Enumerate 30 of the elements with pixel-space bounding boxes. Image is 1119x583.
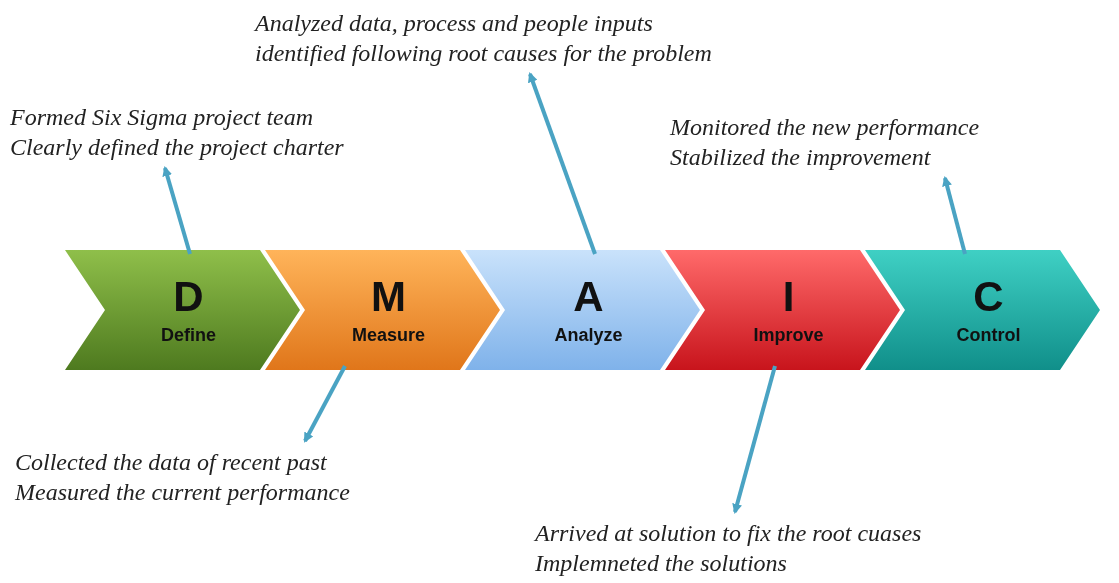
note-line: identified following root causes for the problem <box>255 39 713 68</box>
step-name: Analyze <box>554 324 623 346</box>
chevron-step <box>265 250 500 370</box>
chevron-step <box>65 250 300 370</box>
note-line: Arrived at solution to fix the root cuases <box>535 519 923 548</box>
arrow <box>942 176 967 255</box>
chevron-step <box>865 250 1100 370</box>
step-letter: M <box>371 274 406 321</box>
arrow <box>303 365 347 443</box>
chevron-step <box>465 250 700 370</box>
arrow <box>162 166 192 255</box>
step-name: Measure <box>351 324 425 346</box>
note-line: Clearly defined the project charter <box>10 133 345 162</box>
note-line: Measured the current performance <box>15 478 351 507</box>
note-line: Monitored the new performance <box>670 113 981 142</box>
note-line: Collected the data of recent past <box>15 448 328 477</box>
note-line: Implemneted the solutions <box>535 549 788 578</box>
step-name: Define <box>161 324 216 346</box>
step-letter: D <box>173 274 204 321</box>
step-letter: A <box>573 274 604 321</box>
arrow <box>528 72 597 255</box>
step-name: Improve <box>753 324 824 346</box>
note-line: Formed Six Sigma project team <box>10 103 315 132</box>
step-name: Control <box>956 324 1021 346</box>
note-line: Analyzed data, process and people inputs <box>255 9 654 38</box>
arrow <box>732 365 777 514</box>
note-line: Stabilized the improvement <box>670 143 932 172</box>
step-letter: I <box>782 274 795 321</box>
chevron-step <box>665 250 900 370</box>
step-letter: C <box>973 274 1004 321</box>
